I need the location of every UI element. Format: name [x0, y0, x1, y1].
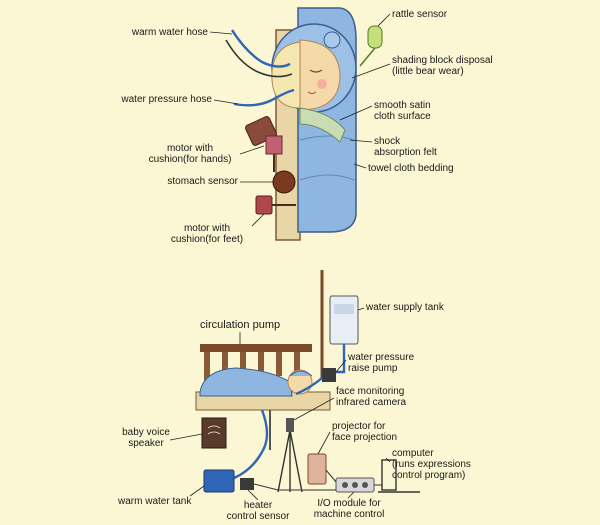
- label-heater-sensor: heater control sensor: [226, 500, 290, 522]
- label-water-supply-tank: water supply tank: [366, 302, 444, 313]
- label-warm-water-tank: warm water tank: [118, 496, 192, 507]
- label-shading-block: shading block disposal (little bear wear…: [392, 55, 493, 77]
- supply-hose: [336, 344, 346, 374]
- label-rattle-sensor: rattle sensor: [392, 9, 448, 20]
- mouth: [307, 91, 317, 94]
- label-face-camera: face monitoring infrared camera: [336, 386, 407, 408]
- label-shock-felt: shock absorption felt: [374, 136, 437, 158]
- stomach-sensor: [272, 170, 296, 194]
- control-cables: [253, 469, 382, 491]
- speaker-grille: [207, 425, 221, 435]
- circulation-hose-2: [233, 409, 269, 480]
- warm-water-hose-line: [230, 29, 291, 68]
- warm-water-hose-line-2: [225, 39, 293, 78]
- bear-ear: [323, 31, 341, 49]
- tank-window: [334, 304, 354, 314]
- rattle-sensor: [367, 25, 383, 49]
- tripod-leg-3: [289, 429, 303, 493]
- baby-face: [299, 39, 341, 111]
- label-satin-surface: smooth satin cloth surface: [374, 100, 431, 122]
- water-supply-tank: [329, 295, 359, 345]
- crib-top-rail: [200, 344, 312, 352]
- satin-collar: [299, 107, 346, 143]
- label-voice-speaker: baby voice speaker: [122, 427, 170, 449]
- heater-sensor: [240, 478, 254, 490]
- baby-hood: [289, 370, 313, 377]
- water-pressure-hose-line: [233, 88, 295, 107]
- label-circulation-pump: circulation pump: [200, 319, 281, 331]
- top-figure: [209, 7, 391, 241]
- circulation-hose-1: [295, 377, 323, 396]
- infrared-camera: [286, 418, 294, 432]
- label-motor-feet: motor with cushion(for feet): [170, 223, 244, 245]
- warm-water-tank: [203, 469, 235, 493]
- projector: [307, 453, 327, 485]
- label-computer: computer (runs expressions control progr…: [392, 448, 471, 481]
- motor-feet: [255, 195, 273, 215]
- label-stomach-sensor: stomach sensor: [167, 176, 238, 187]
- rattle-handle: [359, 47, 376, 67]
- bottom-figure: [169, 270, 420, 501]
- motor-hands-cushion: [265, 135, 283, 155]
- pressure-pump: [322, 368, 336, 382]
- label-towel-bedding: towel cloth bedding: [368, 163, 454, 174]
- cheek: [317, 79, 327, 89]
- label-water-pressure-hose: water pressure hose: [121, 94, 212, 105]
- towel-bedding: [299, 135, 355, 181]
- label-io-module: I/O module for machine control: [313, 498, 385, 520]
- computer: [381, 459, 397, 491]
- label-motor-hands: motor with cushion(for hands): [148, 143, 232, 165]
- label-pressure-pump: water pressure raise pump: [348, 352, 415, 374]
- bottom-leader-lines: [169, 307, 391, 501]
- label-projector: projector for face projection: [332, 421, 398, 443]
- voice-speaker: [201, 417, 227, 449]
- label-warm-water-hose: warm water hose: [131, 27, 208, 38]
- tripod-leg-1: [277, 429, 291, 493]
- eye: [309, 69, 323, 73]
- top-leader-lines: [209, 13, 391, 227]
